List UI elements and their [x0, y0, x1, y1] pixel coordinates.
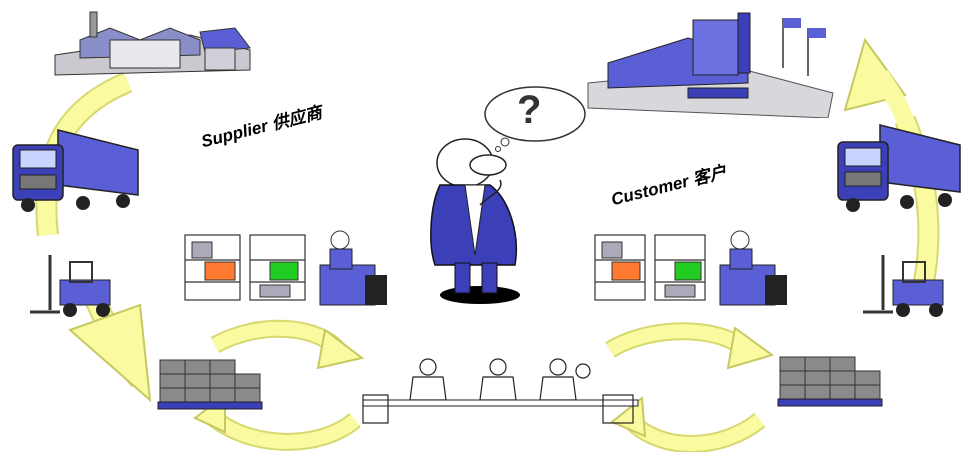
assembly-line-workers-icon: [358, 355, 643, 425]
customer-truck-icon: [835, 120, 961, 215]
supplier-warehouse-carts-icon: [180, 220, 395, 315]
supplier-forklift-icon: [25, 250, 120, 320]
customer-pallet-icon: [775, 352, 885, 412]
customer-building-icon: [578, 8, 838, 118]
supplier-factory-icon: [50, 10, 255, 80]
customer-warehouse-carts-icon: [590, 220, 795, 315]
customer-forklift-icon: [858, 250, 953, 320]
supplier-truck-icon: [8, 125, 143, 215]
question-mark: ?: [517, 88, 541, 133]
thinking-man-icon: [420, 135, 540, 305]
supplier-pallet-icon: [155, 355, 265, 415]
